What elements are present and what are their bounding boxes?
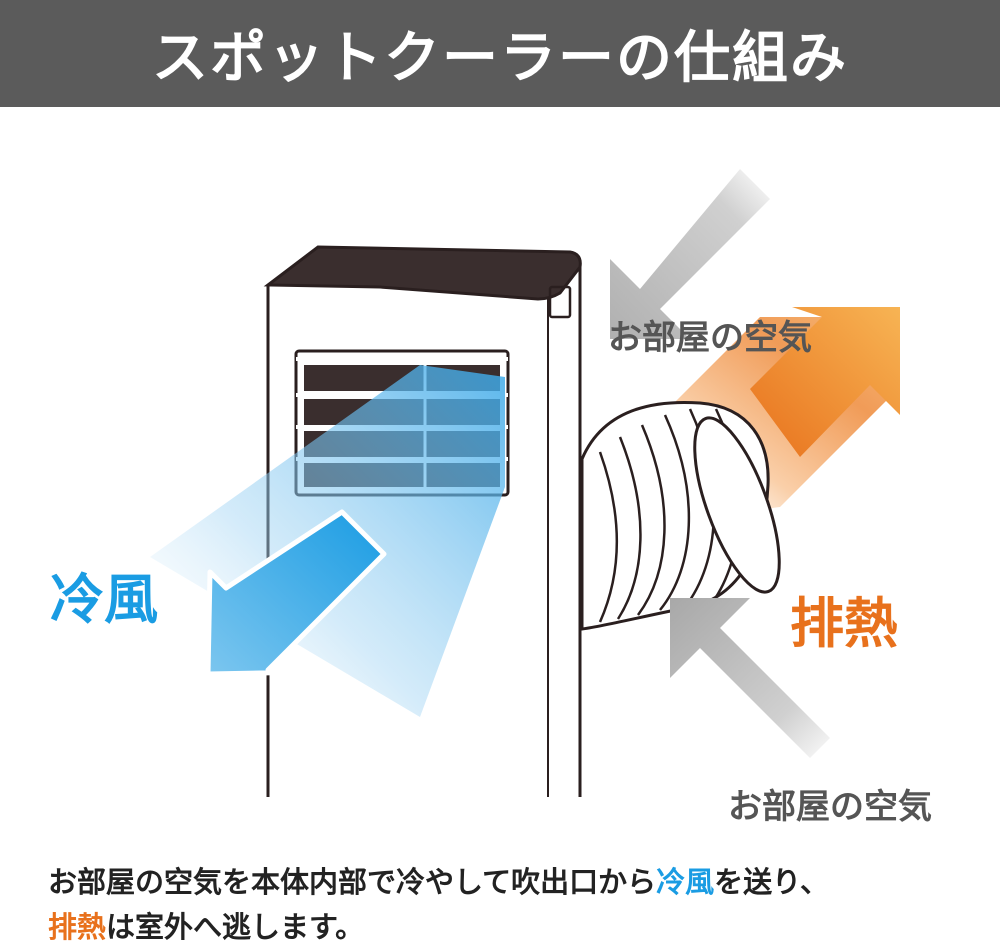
room-air-label-bottom: お部屋の空気 [728,787,932,827]
room-air-arrow-bottom [670,598,840,758]
cooler-diagram: お部屋の空気 お部屋の空気 冷風 排熱 [0,107,1000,827]
description-line-2: 排熱は室外へ逃します。 [48,905,978,950]
cool-air-label: 冷風 [50,568,158,631]
exhaust-heat-label: 排熱 [790,592,898,655]
exhaust-heat-highlight: 排熱 [48,910,107,944]
description-text-part: は室外へ逃します。 [106,910,365,944]
page-title: スポットクーラーの仕組み [152,26,848,91]
description-text: お部屋の空気を本体内部で冷やして吹出口から冷風を送り、 排熱は室外へ逃します。 [48,860,978,950]
description-text-part: を送り、 [714,865,829,899]
diagram-illustration [150,169,900,797]
cool-air-highlight: 冷風 [656,865,715,899]
description-line-1: お部屋の空気を本体内部で冷やして吹出口から冷風を送り、 [48,860,978,905]
room-air-label-top: お部屋の空気 [608,318,812,358]
exhaust-heat-arrow [750,307,900,457]
header-bar: スポットクーラーの仕組み [0,0,1000,107]
cool-air-arrow [205,509,387,677]
exhaust-hose [580,400,781,631]
room-air-arrow-top [610,169,770,339]
description-text-part: お部屋の空気を本体内部で冷やして吹出口から [48,865,657,899]
